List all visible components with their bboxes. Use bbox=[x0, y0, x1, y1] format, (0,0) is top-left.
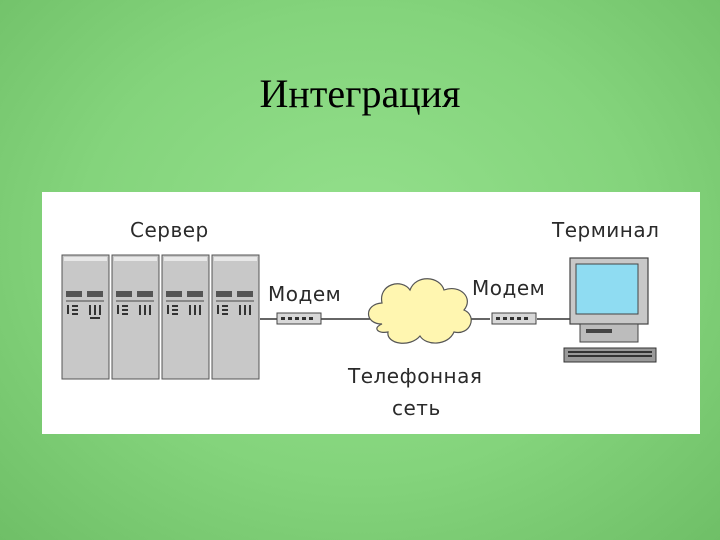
modem-right-icon bbox=[491, 312, 537, 325]
terminal-label: Терминал bbox=[552, 218, 660, 242]
server-racks bbox=[61, 254, 260, 380]
network-label-line1: Телефонная bbox=[348, 364, 483, 388]
server-rack bbox=[211, 254, 260, 380]
server-rack bbox=[161, 254, 210, 380]
telephone-network-cloud-icon bbox=[367, 278, 472, 344]
server-rack bbox=[61, 254, 110, 380]
terminal-computer-icon bbox=[563, 257, 657, 363]
modem-left-label: Модем bbox=[268, 282, 342, 306]
network-label-line2: сеть bbox=[392, 396, 441, 420]
server-rack bbox=[111, 254, 160, 380]
server-label: Сервер bbox=[130, 218, 209, 242]
modem-left-icon bbox=[276, 312, 322, 325]
modem-right-label: Модем bbox=[472, 276, 546, 300]
network-diagram: Сервер Модем Модем Терминал Телефонная с… bbox=[42, 192, 700, 434]
slide-title: Интеграция bbox=[259, 71, 461, 116]
